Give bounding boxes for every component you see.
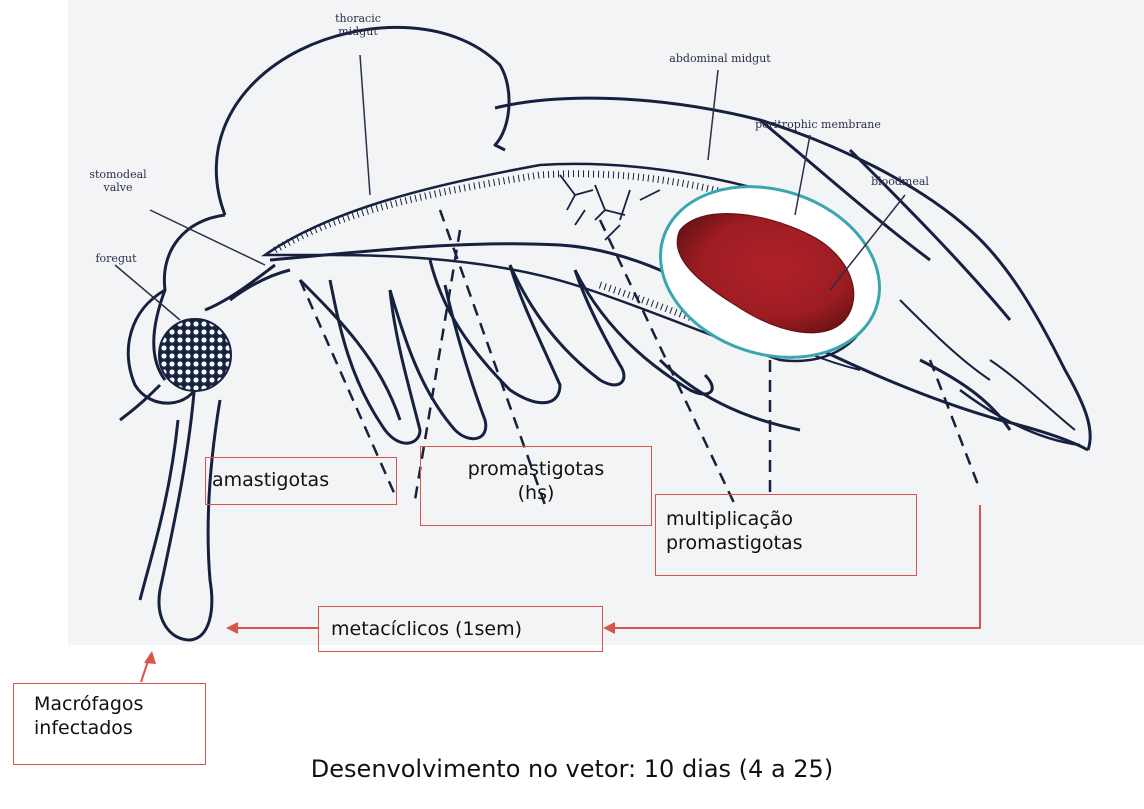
label-stomodeal-line2: valve xyxy=(78,181,158,194)
tracheae xyxy=(560,175,660,240)
box-macrofagos-line2: infectados xyxy=(34,716,185,740)
box-amastigotas: amastigotas xyxy=(205,457,397,505)
label-stomodeal-line1: stomodeal xyxy=(78,168,158,181)
bloodmeal-region xyxy=(638,159,902,384)
box-metaciclicos: metacíclicos (1sem) xyxy=(318,606,603,652)
box-metaciclicos-text: metacíclicos (1sem) xyxy=(331,618,522,640)
label-foregut: foregut xyxy=(86,252,146,265)
box-promastigotas-hs: promastigotas (hs) xyxy=(420,446,652,526)
label-abdominal-midgut: abdominal midgut xyxy=(645,52,795,65)
box-macrofagos-line1: Macrófagos xyxy=(34,692,185,716)
label-peritrophic-membrane: peritrophic membrane xyxy=(738,118,898,131)
body-outline xyxy=(120,27,1090,640)
box-macrofagos: Macrófagos infectados xyxy=(13,683,206,765)
label-thoracic-line1: thoracic xyxy=(318,12,398,25)
box-multiplicacao-line1: multiplicação xyxy=(666,507,906,531)
label-stomodeal-valve: stomodeal valve xyxy=(78,168,158,194)
box-multiplicacao-line2: promastigotas xyxy=(666,531,906,555)
box-promastigotas-line2: (hs) xyxy=(427,481,645,505)
figure-caption: Desenvolvimento no vetor: 10 dias (4 a 2… xyxy=(0,755,1144,783)
box-multiplicacao: multiplicação promastigotas xyxy=(655,494,917,576)
label-bloodmeal: bloodmeal xyxy=(855,175,945,188)
compound-eye xyxy=(159,319,231,391)
box-amastigotas-text: amastigotas xyxy=(212,469,329,491)
label-thoracic-line2: midgut xyxy=(318,25,398,38)
label-thoracic-midgut: thoracic midgut xyxy=(318,12,398,38)
box-promastigotas-line1: promastigotas xyxy=(427,457,645,481)
